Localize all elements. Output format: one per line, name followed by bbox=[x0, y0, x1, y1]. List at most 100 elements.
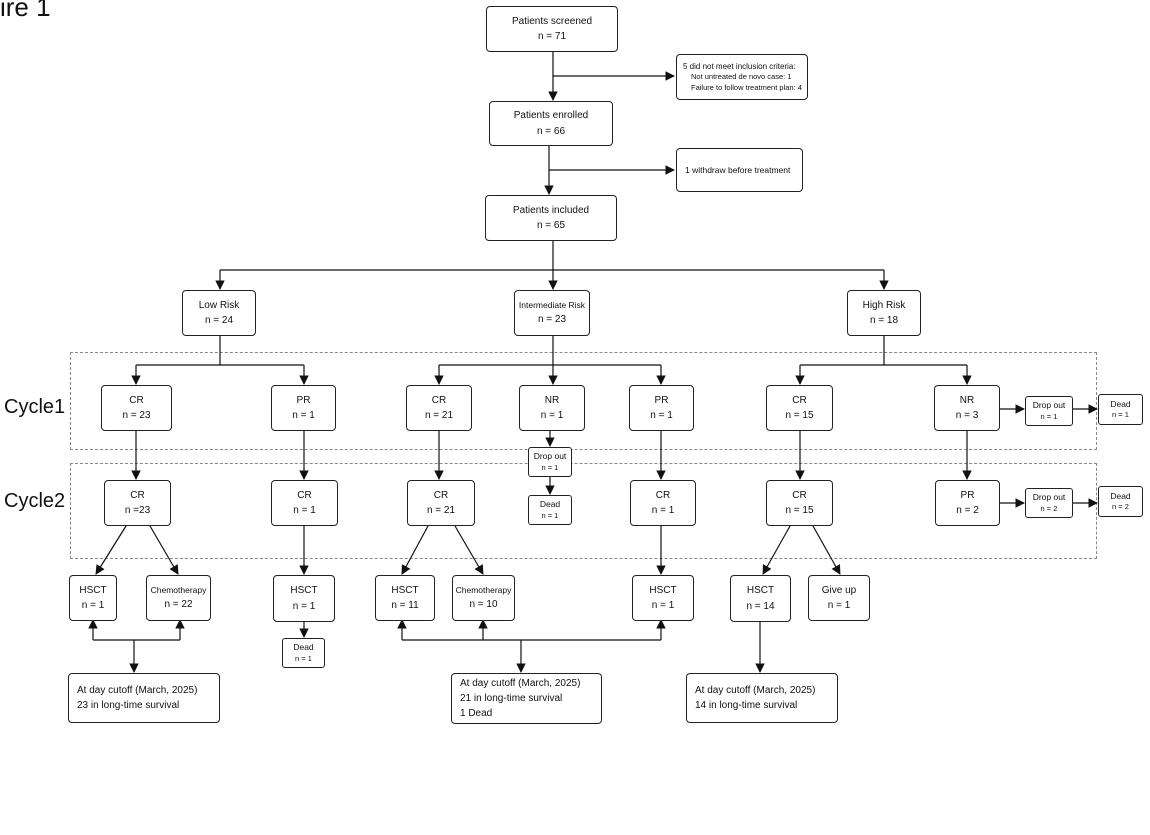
node-intermediate-risk: Intermediate Risk n = 23 bbox=[514, 290, 590, 336]
node-label: CR bbox=[431, 394, 447, 406]
node-count: n = 1 bbox=[827, 600, 851, 611]
node-high-c1-cr: CR n = 15 bbox=[766, 385, 833, 431]
node-count: n = 1 bbox=[540, 410, 564, 421]
node-line2: 23 in long-time survival bbox=[77, 700, 180, 711]
node-label: Chemotherapy bbox=[455, 584, 512, 595]
node-count: n = 10 bbox=[469, 598, 498, 610]
node-count: n = 14 bbox=[746, 600, 775, 612]
node-count: n = 3 bbox=[955, 410, 979, 421]
node-high-c1-nr: NR n = 3 bbox=[934, 385, 1000, 431]
cycle2-label: Cycle2 bbox=[4, 490, 66, 512]
node-high-c2-cr: CR n = 15 bbox=[766, 480, 833, 526]
node-high-c1-drop-out: Drop out n = 1 bbox=[1025, 396, 1073, 426]
node-count: n = 1 bbox=[1112, 410, 1129, 420]
node-label: HSCT bbox=[290, 585, 318, 596]
node-label: NR bbox=[959, 394, 975, 406]
node-label: Drop out bbox=[1032, 400, 1066, 411]
node-int-cutoff: At day cutoff (March, 2025) 21 in long-t… bbox=[451, 673, 602, 724]
node-high-c2-drop-out: Drop out n = 2 bbox=[1025, 488, 1073, 518]
node-label: PR bbox=[960, 489, 975, 501]
node-count: n = 2 bbox=[956, 505, 979, 516]
node-patients-screened: Patients screened n = 71 bbox=[486, 6, 618, 52]
node-count: n = 21 bbox=[426, 505, 456, 516]
node-withdraw: 1 withdraw before treatment bbox=[676, 148, 803, 192]
node-label: CR bbox=[655, 489, 671, 501]
node-label: HSCT bbox=[79, 584, 107, 596]
node-count: n = 15 bbox=[785, 505, 814, 516]
node-label: HSCT bbox=[391, 584, 419, 596]
node-line2: Failure to follow treatment plan: 4 bbox=[691, 82, 802, 92]
node-line1: Not untreated de novo case: 1 bbox=[691, 72, 792, 82]
node-label: PR bbox=[296, 394, 311, 406]
node-label: HSCT bbox=[746, 585, 775, 596]
node-label: Drop out bbox=[1032, 492, 1066, 503]
node-count: n = 2 bbox=[1040, 503, 1058, 513]
node-count: n = 11 bbox=[391, 600, 419, 611]
node-count: n = 1 bbox=[541, 462, 559, 472]
node-label: Drop out bbox=[533, 451, 567, 462]
node-int-hsct: HSCT n = 11 bbox=[375, 575, 435, 621]
node-text: 1 withdraw before treatment bbox=[685, 164, 791, 175]
node-int-dead: Dead n = 1 bbox=[528, 495, 572, 525]
node-label: Intermediate Risk bbox=[518, 299, 586, 310]
node-low-c2-cr-from-pr: CR n = 1 bbox=[271, 480, 338, 526]
node-count: n = 21 bbox=[424, 410, 454, 421]
node-int-pr-hsct: HSCT n = 1 bbox=[632, 575, 694, 621]
node-count: n = 65 bbox=[536, 220, 566, 231]
node-label: Patients enrolled bbox=[513, 110, 589, 121]
node-line3: 1 Dead bbox=[460, 708, 493, 719]
node-count: n = 1 bbox=[295, 653, 312, 663]
node-count: n = 66 bbox=[536, 125, 566, 137]
node-low-cutoff: At day cutoff (March, 2025) 23 in long-t… bbox=[68, 673, 220, 723]
node-low-chemotherapy: Chemotherapy n = 22 bbox=[146, 575, 211, 621]
node-count: n = 71 bbox=[537, 31, 567, 42]
node-label: NR bbox=[544, 394, 560, 406]
node-count: n = 18 bbox=[869, 315, 899, 326]
node-low-pr-hsct: HSCT n = 1 bbox=[273, 575, 335, 622]
node-label: Dead bbox=[1110, 490, 1131, 501]
node-count: n = 2 bbox=[1112, 502, 1129, 512]
node-high-c2-dead: Dead n = 2 bbox=[1098, 486, 1143, 517]
node-count: n = 1 bbox=[651, 505, 675, 516]
node-label: Dead bbox=[293, 642, 314, 653]
node-low-pr-dead: Dead n = 1 bbox=[282, 638, 325, 668]
node-label: Low Risk bbox=[198, 299, 240, 311]
node-count: n = 23 bbox=[537, 313, 567, 325]
node-label: CR bbox=[433, 489, 449, 501]
node-line1: At day cutoff (March, 2025) bbox=[77, 685, 198, 696]
node-count: n = 15 bbox=[785, 410, 814, 421]
node-high-c2-pr: PR n = 2 bbox=[935, 480, 1000, 526]
node-count: n = 1 bbox=[292, 600, 316, 612]
node-high-cutoff: At day cutoff (March, 2025) 14 in long-t… bbox=[686, 673, 838, 723]
node-label: CR bbox=[792, 489, 807, 501]
node-count: n = 24 bbox=[204, 315, 234, 326]
node-count: n = 1 bbox=[81, 600, 105, 611]
node-line2: 21 in long-time survival bbox=[460, 693, 563, 704]
node-count: n = 1 bbox=[541, 510, 559, 520]
node-count: n = 1 bbox=[1040, 411, 1058, 421]
node-low-c2-cr: CR n =23 bbox=[104, 480, 171, 526]
node-count: n = 22 bbox=[164, 598, 193, 610]
node-line1: At day cutoff (March, 2025) bbox=[695, 685, 816, 696]
node-label: CR bbox=[129, 394, 144, 406]
node-label: HSCT bbox=[649, 584, 677, 596]
node-label: CR bbox=[130, 489, 145, 501]
node-int-c2-cr-from-pr: CR n = 1 bbox=[630, 480, 696, 526]
node-high-give-up: Give up n = 1 bbox=[808, 575, 870, 621]
node-exclusion-criteria: 5 did not meet inclusion criteria: Not u… bbox=[676, 54, 808, 100]
node-count: n = 23 bbox=[122, 410, 151, 421]
node-low-risk: Low Risk n = 24 bbox=[182, 290, 256, 336]
node-patients-enrolled: Patients enrolled n = 66 bbox=[489, 101, 613, 146]
node-label: CR bbox=[297, 489, 312, 501]
node-label: Patients included bbox=[512, 204, 590, 216]
node-high-hsct: HSCT n = 14 bbox=[730, 575, 791, 622]
node-count: n = 1 bbox=[293, 505, 316, 516]
node-int-c1-pr: PR n = 1 bbox=[629, 385, 694, 431]
node-label: Patients screened bbox=[511, 15, 593, 27]
node-low-c1-cr: CR n = 23 bbox=[101, 385, 172, 431]
cycle2-region bbox=[70, 463, 1097, 559]
node-title: 5 did not meet inclusion criteria: bbox=[683, 61, 796, 71]
node-count: n =23 bbox=[124, 505, 151, 516]
node-count: n = 1 bbox=[651, 600, 675, 611]
